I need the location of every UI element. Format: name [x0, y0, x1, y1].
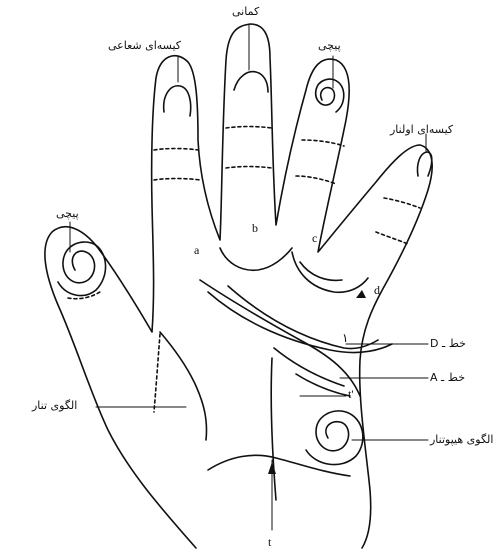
hypothenar-whorl: [306, 411, 363, 465]
middle-arch: [234, 72, 268, 92]
little-loop: [417, 152, 431, 176]
label-hypothenar-pattern: الگوی هیپوتنار: [430, 434, 493, 445]
middle-crease-1: [226, 127, 272, 129]
label-triradius-b: b: [252, 222, 258, 234]
palm-lower-curve: [208, 455, 350, 476]
thenar-line: [160, 332, 207, 440]
palmar-ridge-2: [228, 286, 378, 349]
ring-whorl: [316, 79, 344, 112]
index-crease-2: [154, 179, 200, 181]
thumb-whorl: [58, 242, 106, 296]
label-t-axial: t: [268, 536, 271, 548]
middle-crease-2: [226, 167, 272, 169]
index-crease-1: [154, 149, 198, 151]
interdigital-curve-2: [292, 252, 368, 292]
interdigital-curve-3: [300, 262, 342, 280]
label-triradius-d: d: [374, 284, 380, 296]
label-line-d: خط ـ D: [430, 338, 466, 349]
ring-crease-1: [302, 140, 344, 146]
label-t-prime: t': [348, 388, 354, 400]
thenar-dotted: [154, 334, 160, 412]
index-loop: [164, 86, 191, 116]
label-line-a: خط ـ A: [430, 372, 465, 383]
label-triradius-c: c: [312, 232, 317, 244]
line-a-ridge: [208, 292, 392, 352]
label-whorl-index: پیچی: [56, 208, 79, 219]
label-ulnar-loop: کیسه‌ای اولنار: [390, 124, 453, 135]
arrow-d: [356, 290, 366, 298]
interdigital-curve-1: [220, 248, 292, 270]
little-crease-1: [384, 198, 420, 208]
palmar-ridge-3: [274, 348, 344, 386]
ring-crease-2: [296, 176, 336, 184]
arrow-t: [268, 462, 276, 474]
palmar-ridge-1: [200, 280, 360, 396]
label-radial-loop: کیسه‌ای شعاعی: [108, 40, 181, 51]
label-triradius-a: a: [194, 244, 199, 256]
label-whorl-ring: پیچی: [318, 40, 341, 51]
label-mark-1: ۱: [342, 332, 348, 344]
label-arch: کمانی: [232, 6, 259, 17]
label-thenar-pattern: الگوی تنار: [32, 400, 77, 411]
little-crease-2: [376, 232, 408, 244]
